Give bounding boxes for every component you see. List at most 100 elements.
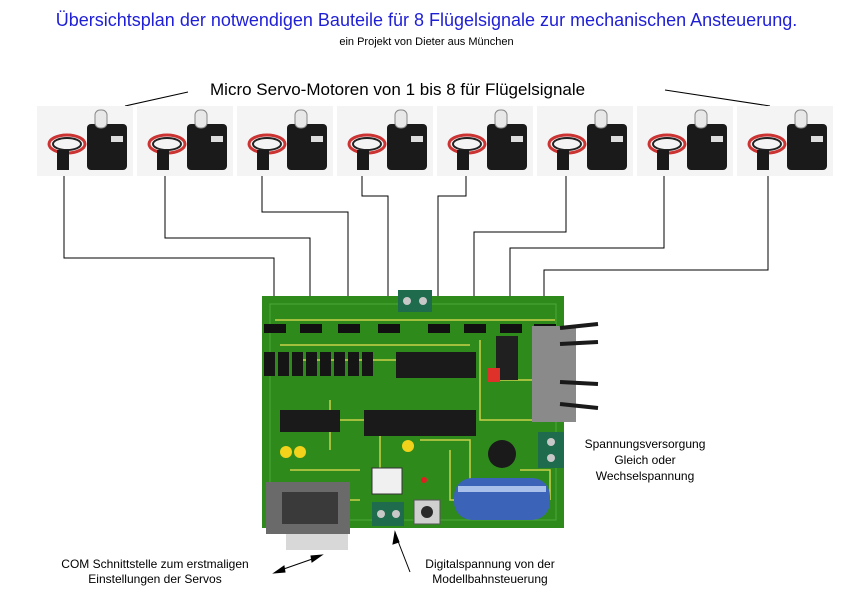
servo-body <box>287 124 327 170</box>
digital-voltage-label: Digitalspannung von der Modellbahnsteuer… <box>410 557 570 587</box>
ic-chip-upper <box>396 352 476 378</box>
servo-header-7 <box>500 324 522 333</box>
servo-horn <box>694 109 708 129</box>
buzzer <box>488 440 516 468</box>
regulator <box>496 336 518 380</box>
servo-caption: Micro Servo-Motoren von 1 bis 8 für Flüg… <box>210 80 586 99</box>
terminal-screw <box>377 510 385 518</box>
power-supply-label: Spannungsversorgung Gleich oder Wechsels… <box>560 436 730 484</box>
servo-motor-7 <box>637 106 733 176</box>
led-yellow <box>294 446 306 458</box>
com-arrow-head <box>272 565 286 574</box>
caption-pointer-left <box>124 91 189 107</box>
servo-header-3 <box>338 324 360 333</box>
com-connector-shell <box>286 534 348 550</box>
servo-body <box>487 124 527 170</box>
servo-horn <box>594 109 608 129</box>
push-button-cap <box>421 506 433 518</box>
servo-wire-2 <box>164 176 311 322</box>
com-label-line1: COM Schnittstelle zum erstmaligen <box>61 557 249 571</box>
servo-body <box>187 124 227 170</box>
servo-horn <box>794 109 808 129</box>
com-label-line2: Einstellungen der Servos <box>88 572 222 586</box>
heatsink <box>532 326 576 422</box>
servo-motor-4 <box>337 106 433 176</box>
annotation-arrows <box>272 530 411 574</box>
servo-header-4 <box>378 324 400 333</box>
led-yellow <box>280 446 292 458</box>
led-yellow <box>402 440 414 452</box>
servo-plug <box>557 150 569 170</box>
terminal-screw <box>403 297 411 305</box>
servo-body <box>587 124 627 170</box>
servo-label <box>711 136 723 142</box>
power-label-line2: Gleich oder <box>614 453 676 467</box>
heatsink-fins <box>559 322 599 410</box>
servo-plug <box>657 150 669 170</box>
servo-horn <box>394 109 408 129</box>
com-connector-socket <box>282 492 338 524</box>
servo-header-2 <box>300 324 322 333</box>
servo-motor-2 <box>137 106 233 176</box>
electrolytic-capacitor <box>454 478 550 520</box>
servo-plug <box>157 150 169 170</box>
servo-plug <box>57 150 69 170</box>
servo-horn <box>94 109 108 129</box>
microcontroller-chip <box>364 410 476 436</box>
servo-motor-6 <box>537 106 633 176</box>
com-arrow-head <box>310 554 324 563</box>
servo-motor-5 <box>437 106 533 176</box>
servo-label <box>111 136 123 142</box>
servo-header-6 <box>464 324 486 333</box>
digital-label-line2: Modellbahnsteuerung <box>432 572 548 586</box>
controller-board <box>262 290 599 550</box>
servo-wire-8 <box>543 176 769 322</box>
servo-label <box>211 136 223 142</box>
com-interface-label: COM Schnittstelle zum erstmaligen Einste… <box>40 557 270 587</box>
servo-wire-3 <box>261 176 349 322</box>
transistor <box>348 352 359 376</box>
servo-motor-3 <box>237 106 333 176</box>
digital-top-terminal <box>398 290 432 312</box>
ic-chip-left <box>280 410 340 432</box>
servo-label <box>311 136 323 142</box>
servo-wire-5 <box>437 176 467 322</box>
servo-motor-1 <box>37 106 133 176</box>
servo-label <box>511 136 523 142</box>
servo-label <box>811 136 823 142</box>
servo-wire-1 <box>63 176 275 322</box>
digital-label-line1: Digitalspannung von der <box>425 557 555 571</box>
servo-plug <box>457 150 469 170</box>
servo-wire-6 <box>473 176 567 322</box>
page-title: Übersichtsplan der notwendigen Bauteile … <box>55 10 798 30</box>
servo-plug <box>257 150 269 170</box>
transistor <box>278 352 289 376</box>
servo-header-5 <box>428 324 450 333</box>
servo-horn <box>494 109 508 129</box>
servo-horn <box>194 109 208 129</box>
servo-horn <box>294 109 308 129</box>
servo-wire-4 <box>361 176 389 322</box>
fuse <box>488 368 500 382</box>
transistor <box>306 352 317 376</box>
transistor <box>334 352 345 376</box>
optocoupler <box>371 467 403 495</box>
servo-label <box>611 136 623 142</box>
servo-wire-7 <box>509 176 665 322</box>
transistor <box>292 352 303 376</box>
servo-row <box>37 106 833 176</box>
terminal-screw <box>419 297 427 305</box>
servo-label <box>411 136 423 142</box>
servo-body <box>87 124 127 170</box>
transistor <box>264 352 275 376</box>
power-label-line3: Wechselspannung <box>595 469 695 483</box>
terminal-screw <box>547 438 555 446</box>
servo-motor-8 <box>737 106 833 176</box>
power-label-line1: Spannungsversorgung <box>584 437 706 451</box>
digital-arrow-head <box>392 530 400 545</box>
servo-body <box>387 124 427 170</box>
led-red <box>421 477 427 483</box>
page-subtitle: ein Projekt von Dieter aus München <box>339 36 514 48</box>
